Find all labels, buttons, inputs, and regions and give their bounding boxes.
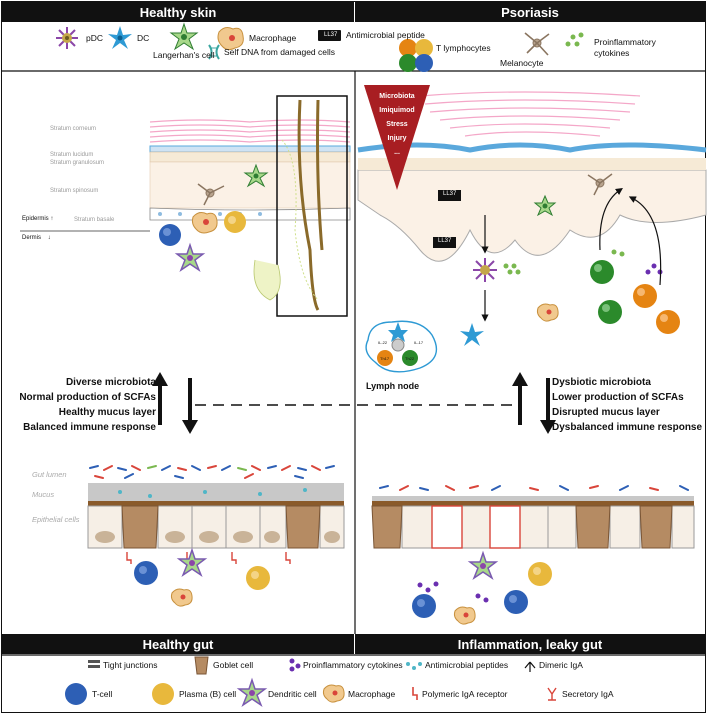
plasma-cell-icon xyxy=(152,683,174,705)
healthy-list: Diverse microbiota Normal production of … xyxy=(16,375,156,435)
gut-lumen-label: Gut lumen xyxy=(32,470,67,479)
dendritic-cell-icon xyxy=(236,677,268,707)
dendritic-cell-label: Dendritic cell xyxy=(268,689,317,699)
trigger-imiquimod: Imiquimod xyxy=(379,107,415,114)
stratum-corneum-label: Stratum corneum xyxy=(50,126,97,132)
ll37-badge-lower xyxy=(433,237,456,248)
lymph-il22: IL-22 xyxy=(378,340,388,345)
langerhans-icon xyxy=(169,22,199,51)
cytokines-legend-label: Proinflammatory cytokines xyxy=(303,660,403,670)
lymph-th17: Th17 xyxy=(380,356,390,361)
tight-junction-icon xyxy=(88,660,100,668)
stratum-granulosum-label: Stratum granulosum xyxy=(50,160,105,166)
t-lymphocytes-icon xyxy=(399,39,433,72)
macrophage-legend-label: Macrophage xyxy=(348,689,396,699)
ll37-upper-text: LL37 xyxy=(443,191,457,197)
header-psoriasis: Psoriasis xyxy=(355,2,705,22)
macrophage-legend-icon xyxy=(322,684,345,703)
cytokines-label: Proinflammatory cytokines xyxy=(594,37,656,58)
secretory-iga-label: Secretory IgA xyxy=(562,689,614,699)
trigger-list: Microbiota Imiquimod Stress Injury ... xyxy=(366,90,428,160)
t-lymphocytes-label: T lymphocytes xyxy=(436,43,491,53)
healthy-item-microbiota: Diverse microbiota xyxy=(65,377,156,388)
trigger-injury: Injury xyxy=(387,135,407,142)
pigr-label: Polymeric IgA receptor xyxy=(422,689,508,699)
secretory-iga-icon xyxy=(547,687,557,701)
header-healthy-gut: Healthy gut xyxy=(2,634,354,654)
dc-icon xyxy=(108,26,132,49)
epidermis-label: Epidermis ↑ xyxy=(22,216,54,222)
goblet-cell-icon xyxy=(194,656,209,675)
trigger-stress: Stress xyxy=(386,121,408,128)
header-healthy-skin: Healthy skin xyxy=(2,2,354,22)
ll37-lower-text: LL37 xyxy=(438,238,452,244)
trigger-more: ... xyxy=(394,149,400,156)
header-inflammation-leaky-gut: Inflammation, leaky gut xyxy=(355,634,705,654)
lymph-il17: IL-17 xyxy=(414,340,424,345)
stratum-lucidum-label: Stratum lucidum xyxy=(50,152,94,158)
dermis-label: Dermis ↓ xyxy=(22,235,51,241)
dimeric-iga-label: Dimeric IgA xyxy=(539,660,583,670)
tight-junctions-label: Tight junctions xyxy=(103,660,158,670)
cytokines-legend-icon xyxy=(289,658,301,672)
self-dna-label: Self DNA from damaged cells xyxy=(224,47,336,57)
healthy-item-immune: Balanced immune response xyxy=(23,422,156,433)
ll37-badge-upper xyxy=(438,190,461,201)
psoriasis-illustration xyxy=(357,85,707,373)
self-dna-icon xyxy=(208,44,220,60)
healthy-item-scfa: Normal production of SCFAs xyxy=(19,392,156,403)
ll37-badge-icon xyxy=(318,30,341,41)
stratum-spinosum-label: Stratum spinosum xyxy=(50,188,99,194)
amp-legend-icon xyxy=(406,662,422,670)
macrophage-icon xyxy=(217,27,244,51)
pigr-icon xyxy=(412,687,418,700)
pdc-label: pDC xyxy=(86,33,104,43)
amp-label: Antimicrobial peptide xyxy=(346,30,425,40)
dysbiotic-item-mucus: Disrupted mucus layer xyxy=(552,407,660,418)
epithelial-cells-label: Epithelial cells xyxy=(32,515,80,524)
dysbiotic-list: Dysbiotic microbiota Lower production of… xyxy=(552,375,702,435)
healthy-skin-illustration xyxy=(20,95,351,317)
goblet-cell-label: Goblet cell xyxy=(213,660,254,670)
melanocyte-label: Melanocyte xyxy=(500,58,544,68)
healthy-gut-illustration xyxy=(87,465,345,607)
amp-legend-label: Antimicrobial peptides xyxy=(425,660,509,670)
inflamed-gut-illustration xyxy=(371,485,695,625)
t-cell-icon xyxy=(65,683,87,705)
mucus-label: Mucus xyxy=(32,490,55,499)
healthy-item-mucus: Healthy mucus layer xyxy=(58,407,156,418)
dysbiotic-item-immune: Dysbalanced immune response xyxy=(552,422,703,433)
dysbiotic-item-scfa: Lower production of SCFAs xyxy=(552,392,684,403)
langerhans-label: Langerhan's cell xyxy=(153,50,215,60)
macrophage-label: Macrophage xyxy=(249,33,297,43)
dc-label: DC xyxy=(137,33,150,43)
pdc-icon xyxy=(56,27,78,49)
dimeric-iga-icon xyxy=(524,661,536,672)
melanocyte-icon xyxy=(524,32,550,56)
lymph-th22: Th22 xyxy=(405,356,415,361)
cytokines-icon xyxy=(565,32,584,47)
dysbiotic-item-microbiota: Dysbiotic microbiota xyxy=(552,377,651,388)
ll37-badge-text: LL37 xyxy=(324,32,338,38)
trigger-microbiota: Microbiota xyxy=(379,93,415,100)
lymph-node-label: Lymph node xyxy=(366,381,420,391)
t-cell-label: T-cell xyxy=(92,689,113,699)
stratum-basale-label: Stratum basale xyxy=(74,217,115,223)
plasma-cell-label: Plasma (B) cell xyxy=(179,689,237,699)
